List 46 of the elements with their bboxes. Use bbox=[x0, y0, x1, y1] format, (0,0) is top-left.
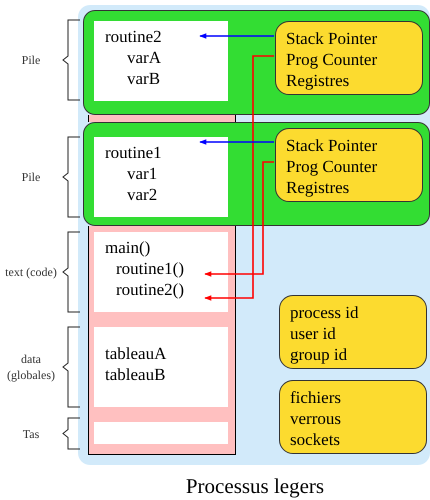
text-line: process id bbox=[290, 302, 358, 323]
memory-column bbox=[88, 226, 236, 455]
text-line: varA bbox=[127, 47, 161, 68]
arrow bbox=[204, 55, 274, 301]
thread-panel bbox=[83, 122, 430, 226]
text-line: main() bbox=[105, 237, 150, 258]
text-line: routine1 bbox=[105, 142, 162, 163]
text-line: Prog Counter bbox=[286, 49, 378, 70]
text-line: Prog Counter bbox=[286, 156, 378, 177]
memory-box bbox=[94, 422, 228, 444]
text-line: routine2 bbox=[105, 26, 162, 47]
info-box bbox=[275, 128, 423, 202]
arrow bbox=[204, 161, 274, 277]
segment-label: Pile bbox=[20, 52, 42, 68]
segment-label: text (code) bbox=[4, 264, 58, 280]
text-line: fichiers bbox=[290, 387, 341, 408]
text-line: var2 bbox=[127, 184, 158, 205]
text-line: varB bbox=[127, 68, 160, 89]
caption: Processus legers bbox=[184, 474, 326, 499]
text-line: Registres bbox=[286, 177, 350, 198]
info-box bbox=[279, 295, 427, 369]
arrow bbox=[199, 139, 274, 145]
text-line: tableauA bbox=[105, 343, 166, 364]
memory-box bbox=[94, 137, 228, 217]
text-line: Stack Pointer bbox=[286, 28, 378, 49]
memory-box bbox=[94, 327, 228, 407]
segment-label: Tas bbox=[22, 426, 40, 442]
text-line: tableauB bbox=[105, 364, 166, 385]
text-line: verrous bbox=[290, 408, 341, 429]
text-line: Stack Pointer bbox=[286, 135, 378, 156]
arrow bbox=[199, 33, 274, 39]
thread-panel bbox=[83, 10, 430, 115]
text-line: var1 bbox=[127, 163, 158, 184]
text-line: routine1() bbox=[116, 258, 184, 279]
memory-box bbox=[94, 21, 228, 101]
info-box bbox=[279, 380, 427, 454]
segment-label: data (globales) bbox=[6, 351, 56, 383]
text-line: Registres bbox=[286, 70, 350, 91]
text-line: sockets bbox=[290, 429, 340, 450]
info-box bbox=[275, 21, 423, 95]
process-panel bbox=[78, 5, 430, 465]
memory-box bbox=[94, 232, 228, 312]
text-line: group id bbox=[290, 344, 348, 365]
segment-label: Pile bbox=[20, 169, 42, 185]
text-line: user id bbox=[290, 323, 336, 344]
text-line: routine2() bbox=[116, 279, 184, 300]
